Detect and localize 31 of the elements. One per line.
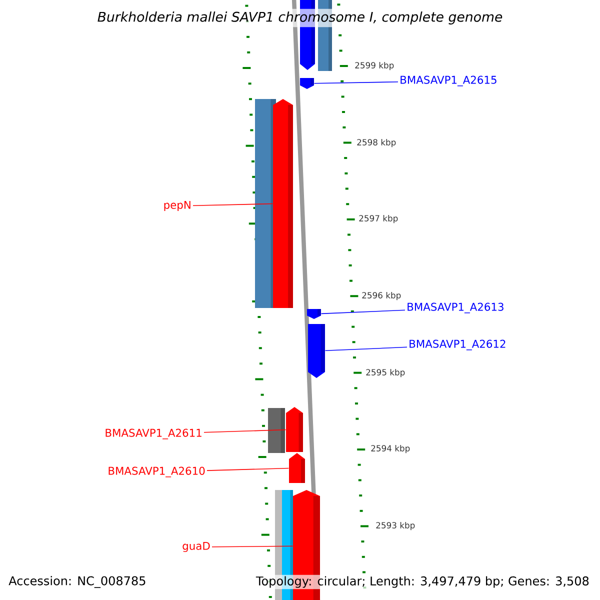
- gene-label: BMASAVP1_A2611: [106, 428, 202, 440]
- gene-label: BMASAVP1_A2610: [108, 466, 205, 478]
- gene-label: BMASAVP1_A2613: [408, 302, 504, 314]
- accession-text: Accession: NC_008785: [7, 574, 148, 590]
- tick-label: 2599 kbp: [355, 62, 394, 70]
- gene-feature: [268, 408, 285, 453]
- leader-line: [192, 203, 274, 206]
- tick-label: 2596 kbp: [362, 292, 401, 300]
- gene-label: BMASAVP1_A2615: [400, 76, 496, 86]
- title: Burkholderia mallei SAVP1 chromosome I, complete genome: [94, 8, 506, 28]
- gene-feature: [300, 78, 314, 89]
- leader-line: [204, 429, 286, 433]
- gene-feature: [308, 324, 325, 378]
- leader-line: [314, 82, 398, 84]
- gene-label: BMASAVP1_A2612: [410, 340, 506, 350]
- gene-label: pepN: [164, 201, 190, 211]
- tick-label: 2597 kbp: [359, 214, 398, 224]
- leader-line: [320, 310, 406, 314]
- leader-line: [212, 546, 294, 548]
- tick-label: 2595 kbp: [366, 368, 405, 378]
- leader-line: [324, 346, 408, 352]
- gene-label: guaD: [182, 542, 210, 552]
- gene-feature: [289, 453, 305, 483]
- tick-label: 2598 kbp: [357, 138, 396, 148]
- leader-line: [206, 468, 290, 471]
- gene-feature: [273, 99, 293, 308]
- tick-label: 2593 kbp: [376, 522, 415, 530]
- tick-label: 2594 kbp: [371, 444, 410, 454]
- genome-info-text: Topology: circular; Length: 3,497,479 bp; Genes: 3,508: [254, 574, 591, 590]
- gene-feature: [307, 309, 321, 319]
- gene-feature: [286, 407, 303, 452]
